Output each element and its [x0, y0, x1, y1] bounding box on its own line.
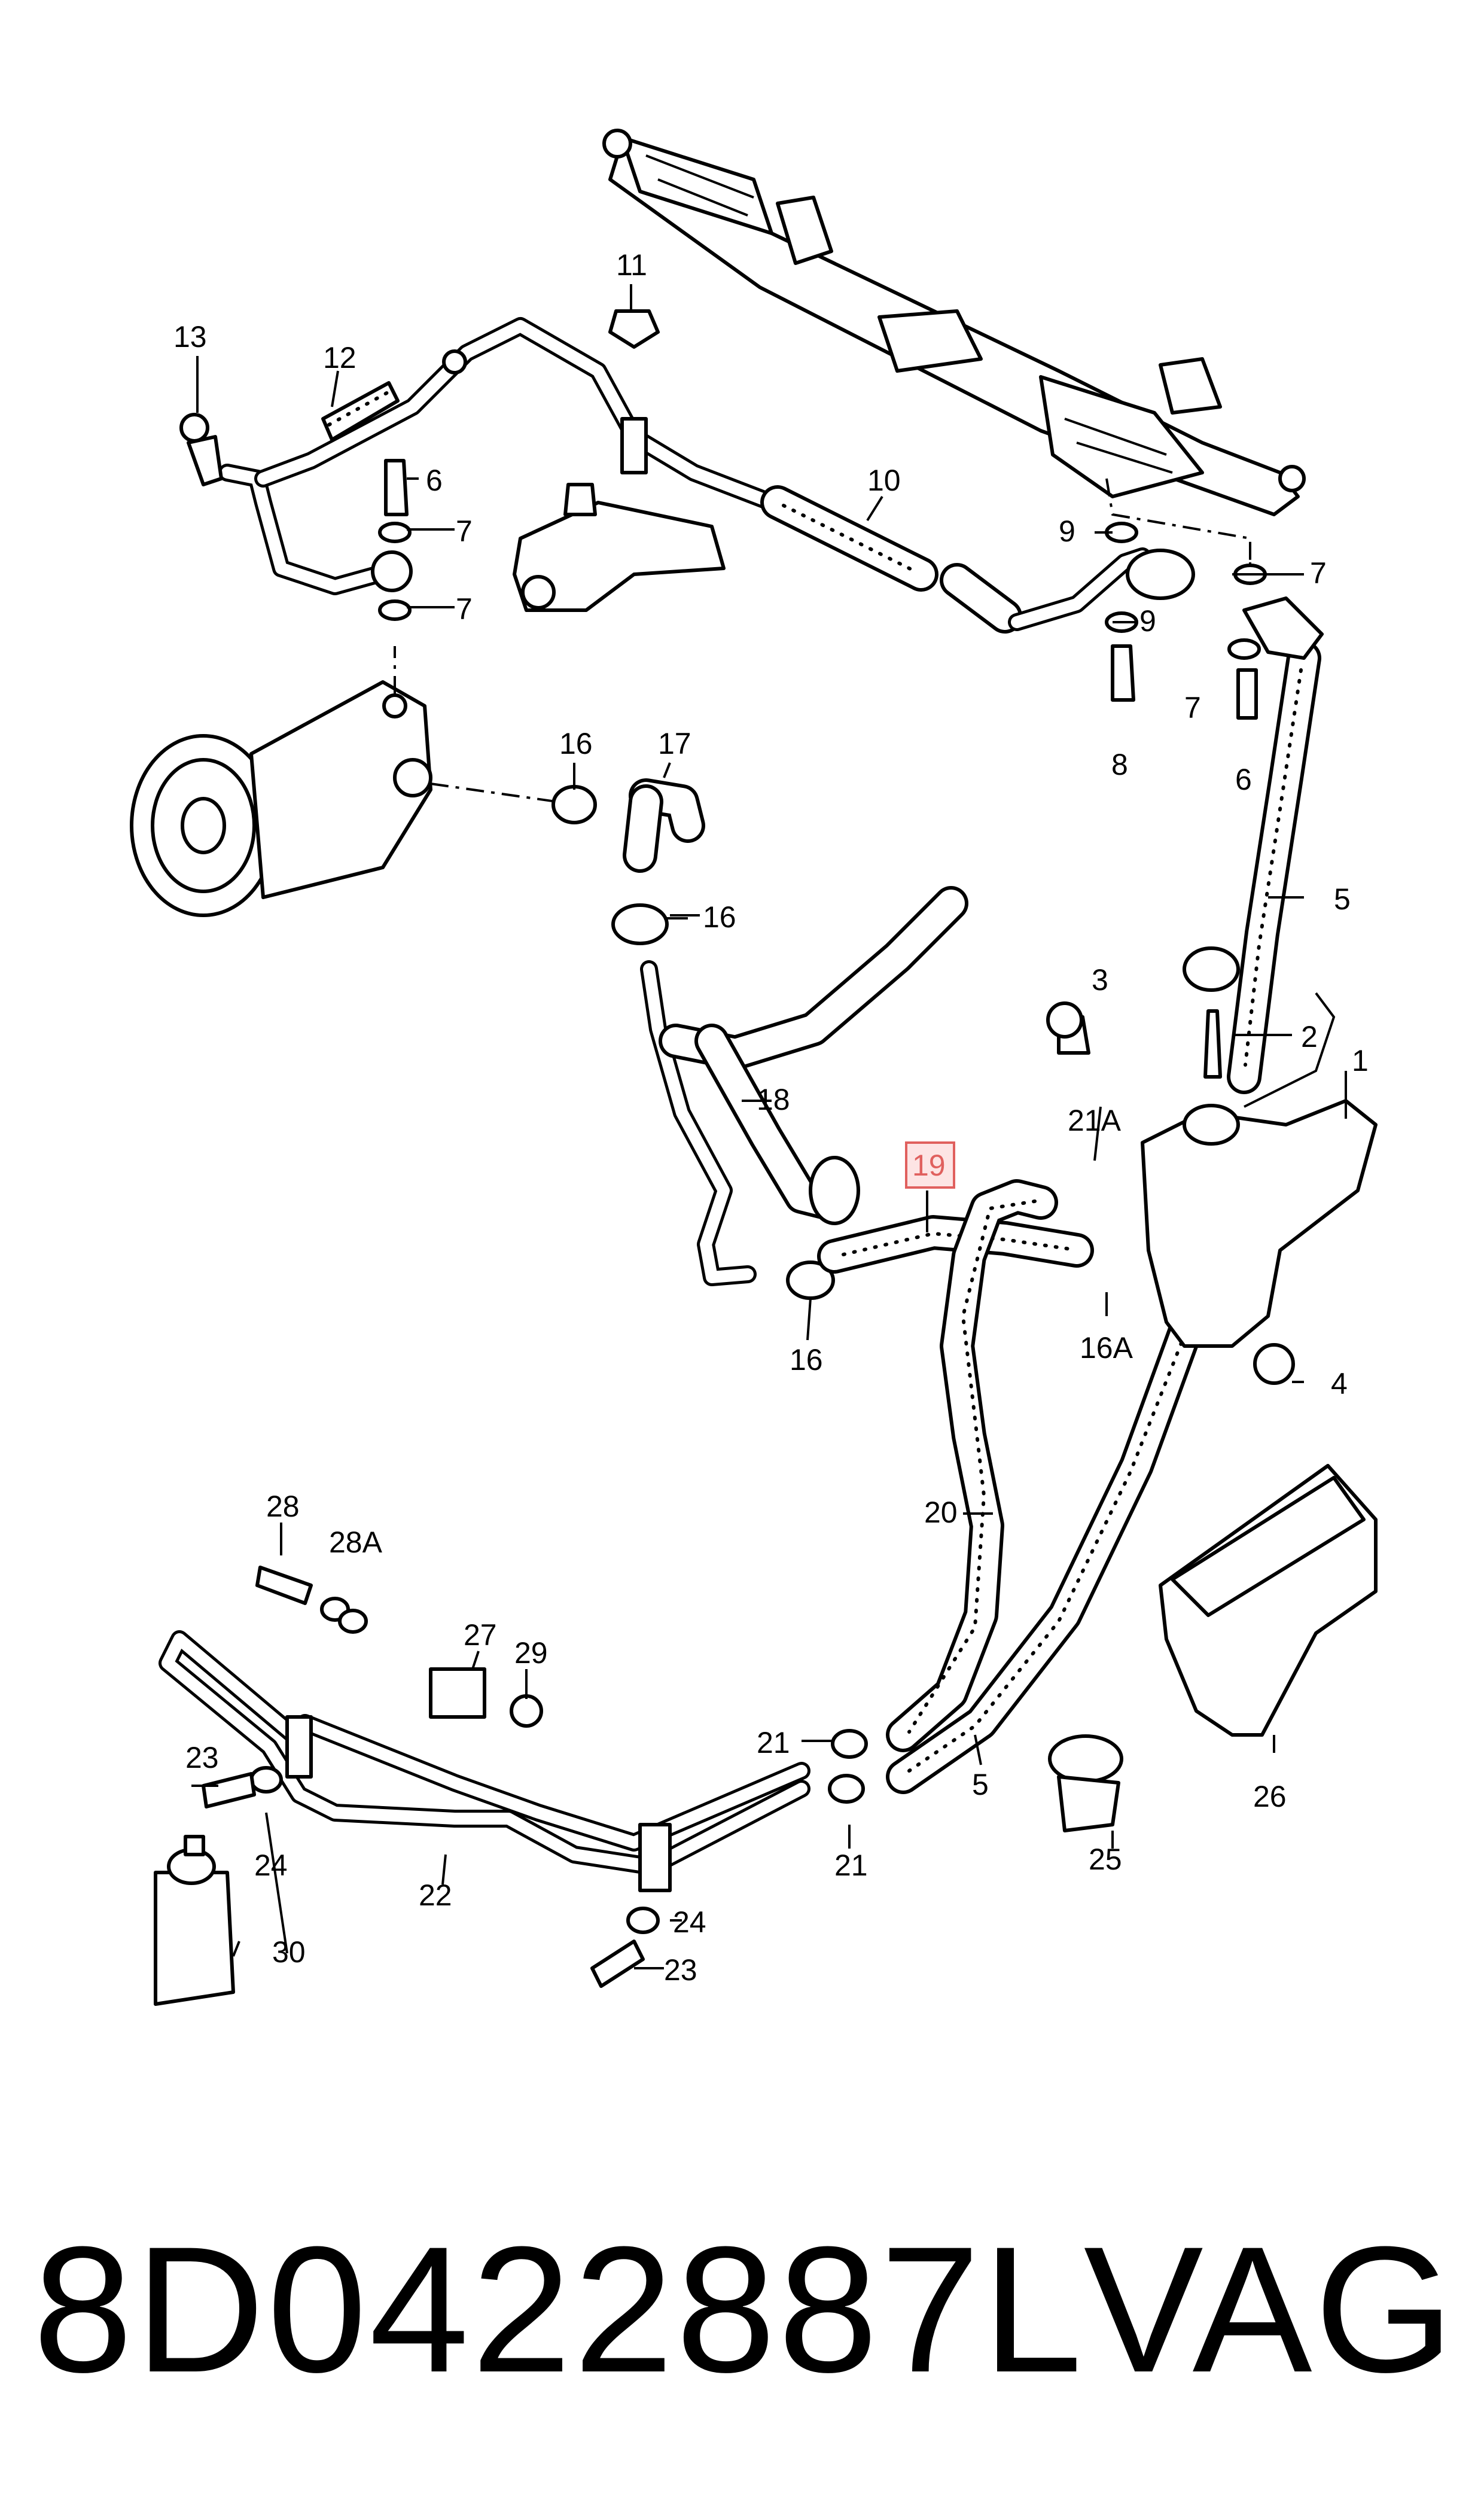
- callout-26: 26: [1253, 1780, 1287, 1813]
- clamp-25: [1048, 1734, 1123, 1832]
- hose-20: [886, 1179, 1058, 1752]
- callout-23a: 23: [185, 1741, 219, 1774]
- highlight-box-19: [905, 1141, 955, 1189]
- callout-16b: 16: [703, 900, 736, 934]
- callout-24a: 24: [254, 1849, 288, 1882]
- fluid-reservoir: [1046, 946, 1378, 1385]
- callout-28A: 28A: [329, 1526, 383, 1559]
- callout-1: 1: [1352, 1044, 1369, 1077]
- callout-5a: 5: [1334, 882, 1351, 916]
- callout-9a: 9: [1059, 514, 1075, 548]
- bolts-washers: [378, 459, 1267, 720]
- part-number: 8D0422887L: [33, 2209, 1085, 2410]
- fluid-bottle-30: [154, 1835, 235, 2006]
- callout-25: 25: [1089, 1843, 1122, 1876]
- mount-bracket: [513, 483, 726, 612]
- callout-6a: 6: [426, 464, 443, 497]
- callout-6b: 6: [1235, 763, 1252, 796]
- callout-8: 8: [1111, 748, 1128, 781]
- steering-rack: [602, 129, 1306, 574]
- callout-10: 10: [867, 464, 901, 497]
- callout-11: 11: [616, 248, 647, 282]
- callout-13: 13: [173, 320, 207, 354]
- callout-5b: 5: [972, 1768, 989, 1801]
- callout-28: 28: [266, 1490, 300, 1523]
- callout-24b: 24: [673, 1905, 706, 1939]
- footer: 8D0422887L VAG: [33, 2202, 1456, 2417]
- callout-7b: 7: [456, 592, 473, 626]
- cooling-line-22: [159, 1566, 868, 1988]
- callout-9b: 9: [1139, 604, 1156, 638]
- hose-5: [886, 596, 1324, 1794]
- callout-23b: 23: [664, 1953, 697, 1987]
- hose-fittings-16-17: [551, 778, 705, 945]
- callout-3: 3: [1092, 963, 1108, 997]
- callout-16A: 16A: [1080, 1331, 1133, 1365]
- callout-7a: 7: [456, 514, 473, 548]
- steering-pump: [130, 646, 557, 917]
- leader-lines: [191, 284, 1347, 1969]
- callout-17: 17: [658, 727, 691, 760]
- callout-2: 2: [1301, 1020, 1318, 1054]
- callout-18: 18: [757, 1083, 790, 1116]
- callout-16a: 16: [559, 727, 593, 760]
- callout-7c: 7: [1310, 556, 1327, 590]
- callout-29: 29: [514, 1636, 548, 1670]
- brand-name: VAG: [1083, 2209, 1456, 2410]
- callout-16c: 16: [790, 1343, 823, 1377]
- power-steering-exploded-diagram: 13 12 11 10 6 7 7 9 9 8 7 7 6 5 3 2 1 21…: [130, 129, 1378, 2006]
- pressure-hose-10: [760, 485, 1195, 634]
- callout-21b: 21: [834, 1849, 868, 1882]
- callout-21a: 21: [757, 1726, 790, 1759]
- callout-20: 20: [924, 1496, 958, 1529]
- callout-21A: 21A: [1068, 1104, 1122, 1137]
- pressure-line: [179, 309, 781, 595]
- callout-27: 27: [464, 1618, 497, 1652]
- callout-12: 12: [323, 341, 356, 374]
- callout-4: 4: [1331, 1367, 1348, 1400]
- callout-22: 22: [419, 1878, 452, 1912]
- callout-30: 30: [272, 1935, 306, 1969]
- callout-19: 19: [912, 1149, 946, 1182]
- return-pipe-18: [640, 886, 968, 1300]
- cover-26: [1159, 1464, 1378, 1737]
- callout-7d: 7: [1184, 691, 1201, 724]
- callout-labels: 13 12 11 10 6 7 7 9 9 8 7 7 6 5 3 2 1 21…: [173, 248, 1369, 1987]
